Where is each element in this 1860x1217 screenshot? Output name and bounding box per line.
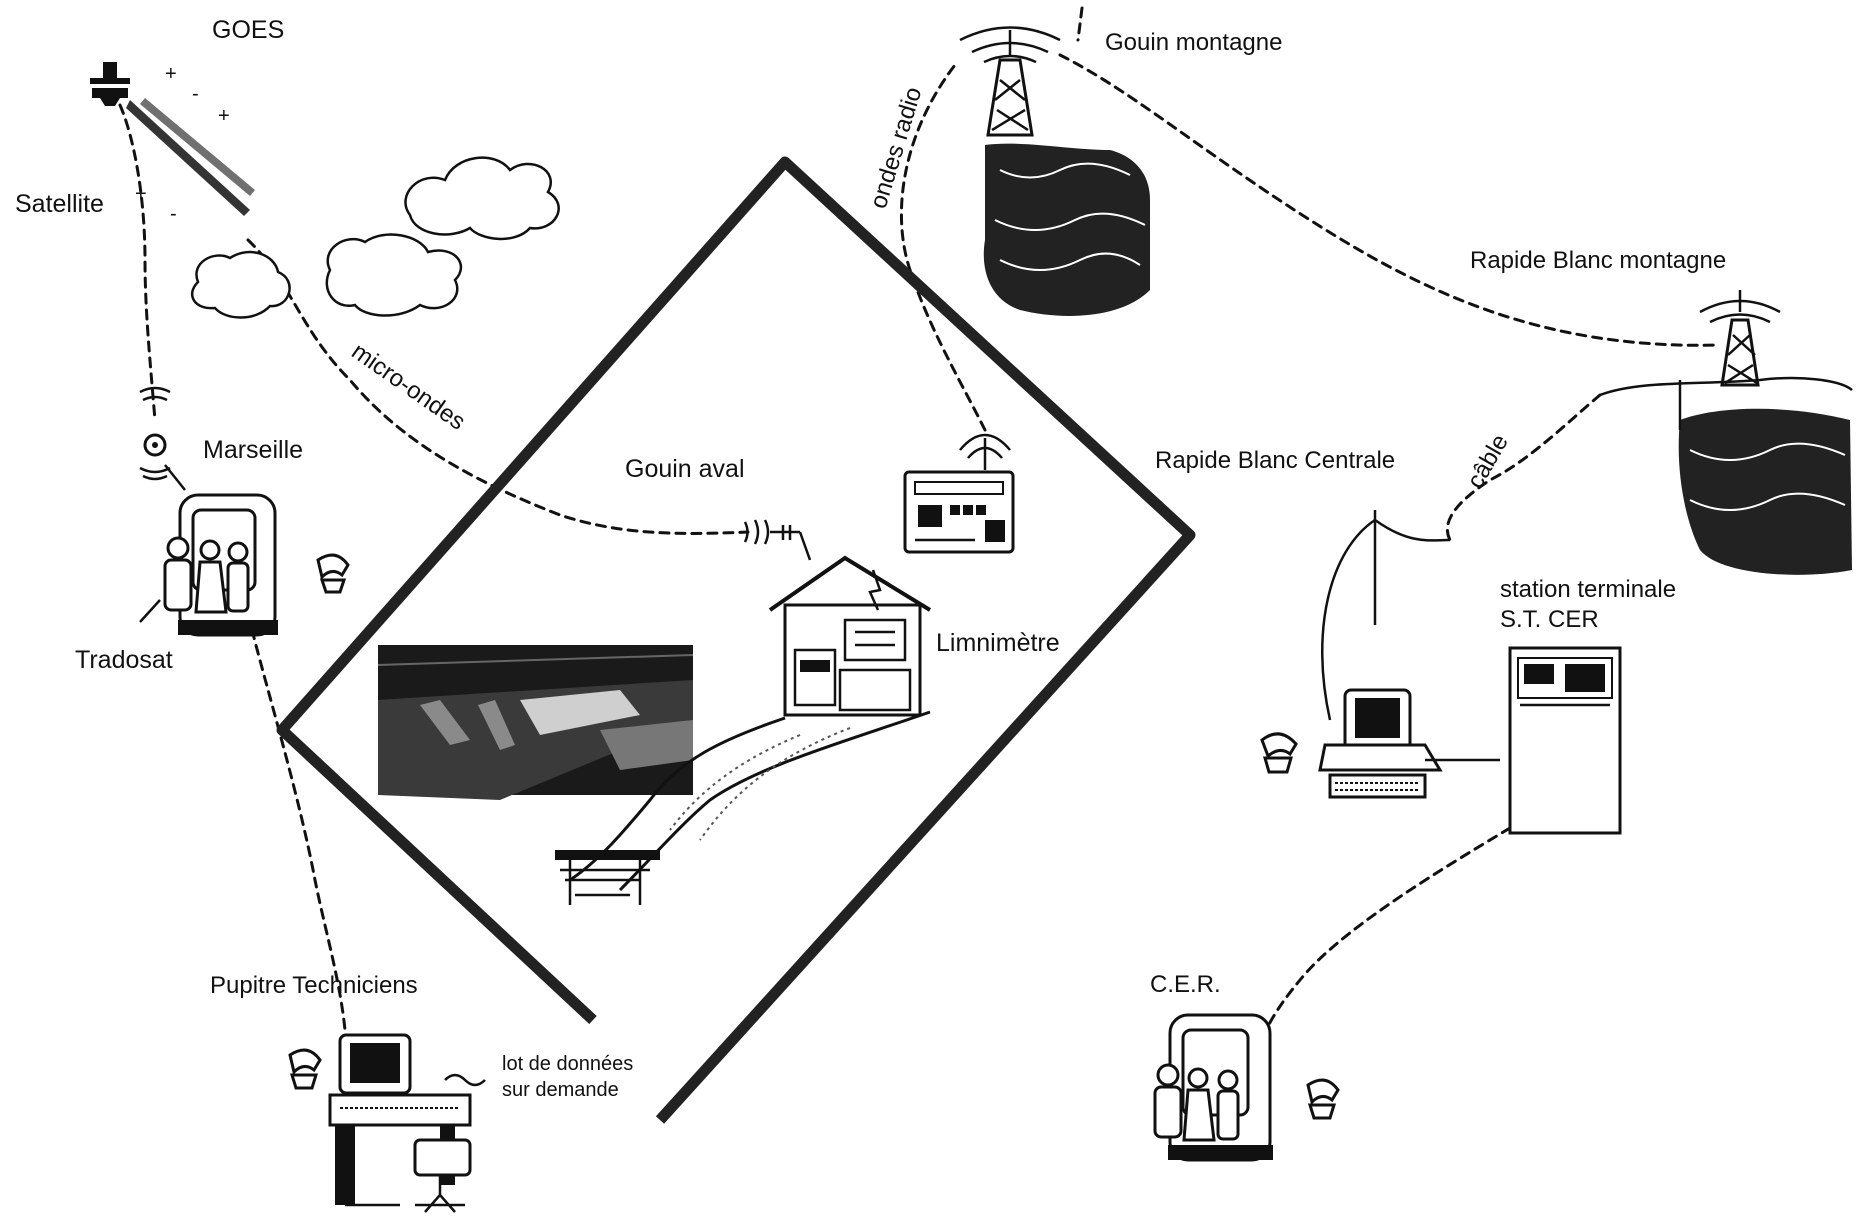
terminal-cabinet-icon bbox=[1510, 648, 1620, 833]
label-gouin-montagne: Gouin montagne bbox=[1105, 29, 1282, 56]
svg-text:+: + bbox=[165, 63, 177, 85]
svg-text:+: + bbox=[218, 105, 230, 127]
label-cable: câble bbox=[1462, 430, 1514, 493]
satellite-icon: + - + + - bbox=[90, 62, 255, 225]
telephone-icon bbox=[290, 1050, 320, 1088]
cloud-icon bbox=[327, 235, 461, 316]
link-tradosat-pupitre bbox=[252, 630, 345, 1030]
operators-console-icon bbox=[1155, 1015, 1273, 1160]
label-pupitre-techniciens: Pupitre Techniciens bbox=[210, 972, 418, 999]
computer-workstation-icon bbox=[1320, 690, 1500, 797]
mountain-icon bbox=[984, 144, 1150, 316]
label-micro-ondes: micro-ondes bbox=[347, 338, 471, 436]
svg-text:-: - bbox=[170, 203, 177, 225]
telephone-icon bbox=[318, 555, 348, 592]
label-lot-donnees-line1: lot de données bbox=[502, 1053, 633, 1075]
label-goes: GOES bbox=[212, 16, 284, 44]
telephone-icon bbox=[1262, 734, 1296, 772]
telephone-icon bbox=[1308, 1080, 1338, 1118]
label-station-terminale-line2: S.T. CER bbox=[1500, 606, 1599, 633]
cloud-icon bbox=[405, 158, 558, 239]
dam-photo-icon bbox=[378, 645, 693, 800]
radio-tower-icon bbox=[1700, 290, 1780, 385]
cloud-icon bbox=[192, 252, 289, 317]
svg-text:-: - bbox=[192, 83, 199, 105]
label-marseille: Marseille bbox=[203, 436, 303, 464]
link-tower-top bbox=[1078, 8, 1082, 40]
label-satellite: Satellite bbox=[15, 190, 104, 218]
link-satellite-marseille bbox=[120, 105, 155, 420]
label-cer: C.E.R. bbox=[1150, 971, 1221, 998]
operators-console-icon bbox=[140, 495, 278, 635]
label-station-terminale-line1: station terminale bbox=[1500, 576, 1676, 603]
label-limnimetre: Limnimètre bbox=[936, 629, 1060, 657]
radio-transmitter-icon bbox=[905, 435, 1013, 552]
link-gouin-rapide-blanc bbox=[1060, 55, 1720, 345]
mountain-icon bbox=[1600, 378, 1852, 575]
svg-text:+: + bbox=[135, 183, 147, 205]
radio-tower-icon bbox=[960, 28, 1060, 136]
gauge-house-icon bbox=[770, 558, 930, 715]
label-rapide-blanc-montagne: Rapide Blanc montagne bbox=[1470, 247, 1726, 274]
dish-antenna-icon bbox=[140, 388, 185, 490]
technician-desk-icon bbox=[330, 1035, 485, 1212]
label-lot-donnees-line2: sur demande bbox=[502, 1079, 619, 1101]
label-rapide-blanc-centrale: Rapide Blanc Centrale bbox=[1155, 447, 1395, 474]
label-gouin-aval: Gouin aval bbox=[625, 455, 745, 483]
antenna-icon bbox=[745, 520, 810, 560]
link-terminale-cer bbox=[1260, 828, 1510, 1045]
label-ondes-radio: ondes radio bbox=[865, 84, 927, 212]
label-tradosat: Tradosat bbox=[75, 646, 173, 674]
